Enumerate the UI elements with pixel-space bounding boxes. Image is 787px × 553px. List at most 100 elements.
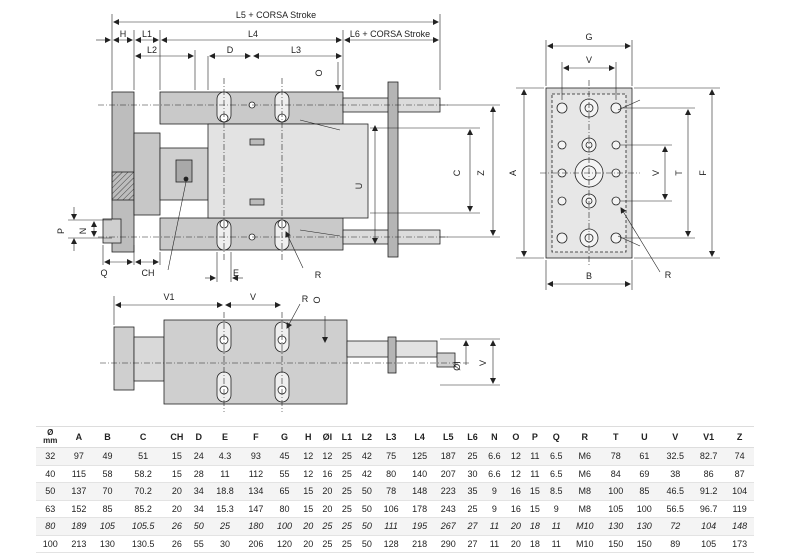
table-cell: 8.5 — [544, 482, 569, 501]
table-cell: 11 — [482, 517, 507, 536]
table-cell: 180 — [241, 517, 271, 536]
label-o-bottom: O — [312, 296, 322, 303]
column-header: V1 — [691, 426, 726, 448]
table-cell: 150 — [630, 535, 659, 553]
table-cell: 78 — [601, 447, 631, 466]
table-cell: 58 — [93, 465, 122, 483]
table-cell: 50 — [189, 517, 209, 536]
table-cell: 267 — [433, 517, 463, 536]
table-cell: 28 — [189, 465, 209, 483]
table-cell: 56.5 — [658, 500, 692, 518]
table-cell: 34 — [189, 500, 209, 518]
bore-cell: 40 — [36, 465, 65, 483]
label-l4: L4 — [248, 29, 258, 39]
table-cell: 6.6 — [482, 465, 507, 483]
table-cell: 105.5 — [121, 517, 165, 536]
table-cell: 50 — [356, 517, 377, 536]
table-cell: 130 — [630, 517, 659, 536]
label-g: G — [585, 32, 592, 42]
column-header: P — [525, 426, 545, 448]
column-header: ØI — [317, 426, 337, 448]
side-view-dimensions — [68, 14, 500, 282]
table-cell: 173 — [725, 535, 754, 553]
column-header: L2 — [356, 426, 377, 448]
table-cell: 15 — [164, 447, 190, 466]
table-cell: 78 — [376, 482, 406, 501]
table-cell: M10 — [568, 535, 602, 553]
table-cell: 152 — [64, 500, 94, 518]
table-cell: 25 — [208, 517, 242, 536]
table-cell: 80 — [376, 465, 406, 483]
table-cell: 207 — [433, 465, 463, 483]
table-cell: 128 — [376, 535, 406, 553]
label-c: C — [452, 169, 462, 176]
label-p: P — [56, 228, 66, 234]
label-v-end-side: V — [651, 170, 661, 176]
table-cell: 20 — [164, 500, 190, 518]
table-cell: 120 — [270, 535, 299, 553]
table-cell: 106 — [376, 500, 406, 518]
table-cell: 18 — [525, 535, 545, 553]
table-cell: 32.5 — [658, 447, 692, 466]
label-r-end: R — [665, 270, 672, 280]
table-cell: 290 — [433, 535, 463, 553]
table-cell: 111 — [376, 517, 406, 536]
table-cell: 26 — [164, 535, 190, 553]
bore-cell: 32 — [36, 447, 65, 466]
table-cell: 20 — [317, 500, 337, 518]
table-cell: 18 — [525, 517, 545, 536]
bore-cell: 80 — [36, 517, 65, 536]
end-view-labels: G V A F T V B R — [508, 32, 708, 281]
table-cell: 100 — [601, 482, 631, 501]
table-cell: 15 — [164, 465, 190, 483]
table-cell: 70 — [93, 482, 122, 501]
column-header: O — [506, 426, 526, 448]
table-cell: 25 — [336, 535, 357, 553]
table-cell: 85.2 — [121, 500, 165, 518]
column-header: T — [601, 426, 631, 448]
table-cell: 112 — [241, 465, 271, 483]
table-cell: 65 — [270, 482, 299, 501]
label-h: H — [120, 29, 127, 39]
table-cell: 49 — [93, 447, 122, 466]
table-cell: 104 — [691, 517, 726, 536]
label-ch: CH — [142, 268, 155, 278]
table-cell: 15 — [525, 482, 545, 501]
table-cell: 69 — [630, 465, 659, 483]
table-cell: 187 — [433, 447, 463, 466]
technical-drawing: L5 + CORSA Stroke H L1 L4 L6 + CORSA Str… — [56, 10, 720, 412]
table-cell: 16 — [317, 465, 337, 483]
column-header: L1 — [336, 426, 357, 448]
label-a: A — [508, 170, 518, 176]
table-cell: 6.6 — [482, 447, 507, 466]
table-cell: 9 — [482, 482, 507, 501]
table-cell: 30 — [462, 465, 483, 483]
table-cell: 223 — [433, 482, 463, 501]
table-cell: 20 — [164, 482, 190, 501]
table-cell: 35 — [462, 482, 483, 501]
table-cell: 130 — [93, 535, 122, 553]
table-cell: 85 — [630, 482, 659, 501]
table-cell: 20 — [317, 482, 337, 501]
table-cell: 50 — [356, 482, 377, 501]
table-cell: 25 — [317, 517, 337, 536]
table-cell: 50 — [356, 500, 377, 518]
table-cell: 137 — [64, 482, 94, 501]
table-cell: 42 — [356, 465, 377, 483]
column-header: L3 — [376, 426, 406, 448]
column-header: V — [658, 426, 692, 448]
table-cell: 55 — [189, 535, 209, 553]
table-cell: 4.3 — [208, 447, 242, 466]
table-cell: 51 — [121, 447, 165, 466]
label-r-side: R — [315, 270, 322, 280]
table-cell: 34 — [189, 482, 209, 501]
label-u: U — [354, 183, 364, 190]
label-f: F — [698, 170, 708, 176]
table-cell: 100 — [630, 500, 659, 518]
table-cell: M6 — [568, 465, 602, 483]
table-cell: 140 — [405, 465, 434, 483]
